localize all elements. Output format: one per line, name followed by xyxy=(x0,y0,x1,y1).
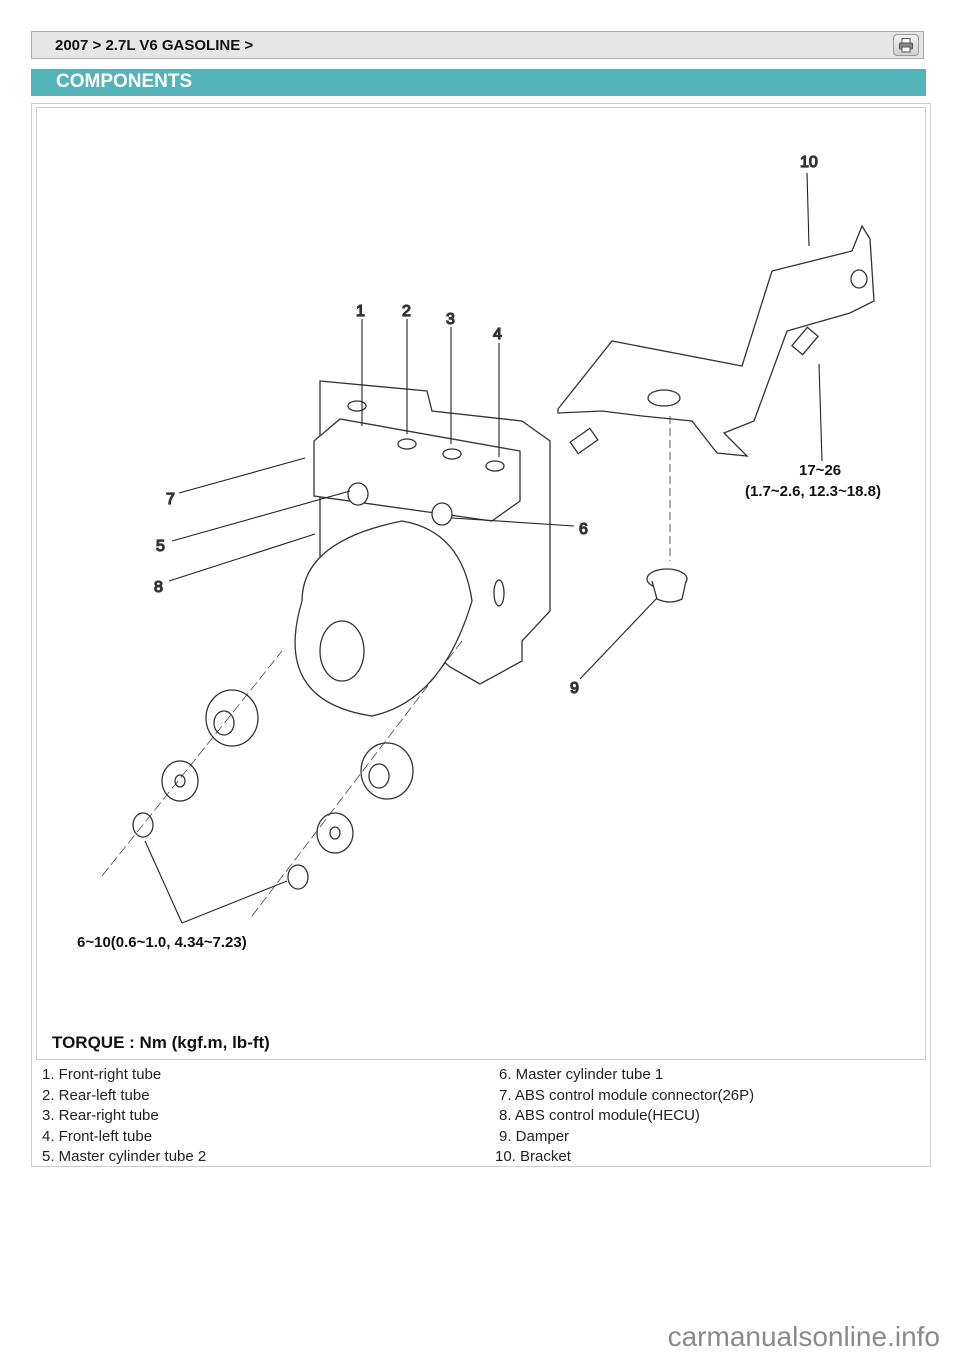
torque-mount-value: 6~10(0.6~1.0, 4.34~7.23) xyxy=(77,934,247,951)
mount-drawings xyxy=(132,689,414,890)
callout-3: 3 xyxy=(446,311,455,328)
callout-8: 8 xyxy=(154,579,163,596)
legend-right: 6. Master cylinder tube 1 7. ABS control… xyxy=(495,1065,754,1168)
callout-6: 6 xyxy=(579,521,588,538)
torque-bracket-conversion: (1.7~2.6, 12.3~18.8) xyxy=(745,483,881,500)
callout-2: 2 xyxy=(402,303,411,320)
printer-icon xyxy=(899,38,913,53)
torque-unit: TORQUE : Nm (kgf.m, lb-ft) xyxy=(52,1033,270,1052)
callout-7: 7 xyxy=(166,491,175,508)
legend-item: 5. Master cylinder tube 2 xyxy=(42,1148,207,1165)
legend-item: 9. Damper xyxy=(499,1127,570,1145)
callout-4: 4 xyxy=(493,326,502,343)
legend-item: 6. Master cylinder tube 1 xyxy=(499,1066,664,1083)
torque-bracket-value: 17~26 xyxy=(799,462,841,479)
legend-item: 1. Front-right tube xyxy=(42,1066,162,1083)
bolt-drawing xyxy=(569,326,819,455)
legend-item: 4. Front-left tube xyxy=(42,1127,153,1145)
damper-drawing xyxy=(646,568,688,603)
section-header: COMPONENTS xyxy=(31,69,926,96)
legend-item: 3. Rear-right tube xyxy=(42,1107,159,1124)
legend-item: 7. ABS control module connector(26P) xyxy=(499,1086,755,1104)
callout-10: 10 xyxy=(800,154,818,171)
callout-5: 5 xyxy=(156,538,165,555)
callout-9: 9 xyxy=(570,680,579,697)
bracket-drawing xyxy=(557,224,875,457)
legend-item: 10. Bracket xyxy=(495,1148,571,1165)
legend-item: 2. Rear-left tube xyxy=(42,1086,150,1104)
watermark: carmanualsonline.info xyxy=(667,1321,940,1352)
callout-1: 1 xyxy=(356,303,365,320)
section-title: COMPONENTS xyxy=(56,71,193,92)
breadcrumb-bar: 2007 > 2.7L V6 GASOLINE > xyxy=(31,31,924,59)
figure-box: 1 2 3 4 10 7 5 8 6 9 17~26 (1.7~2.6, 12.… xyxy=(31,103,931,1167)
legend-item: 8. ABS control module(HECU) xyxy=(499,1107,700,1124)
print-button[interactable] xyxy=(893,34,919,56)
abs-module-drawing xyxy=(294,380,551,717)
legend-left: 1. Front-right tube 2. Rear-left tube 3.… xyxy=(42,1065,206,1168)
breadcrumb: 2007 > 2.7L V6 GASOLINE > xyxy=(55,37,254,54)
leader-lines xyxy=(144,172,823,924)
abs-components-diagram: 1 2 3 4 10 7 5 8 6 9 17~26 (1.7~2.6, 12.… xyxy=(36,107,926,1060)
